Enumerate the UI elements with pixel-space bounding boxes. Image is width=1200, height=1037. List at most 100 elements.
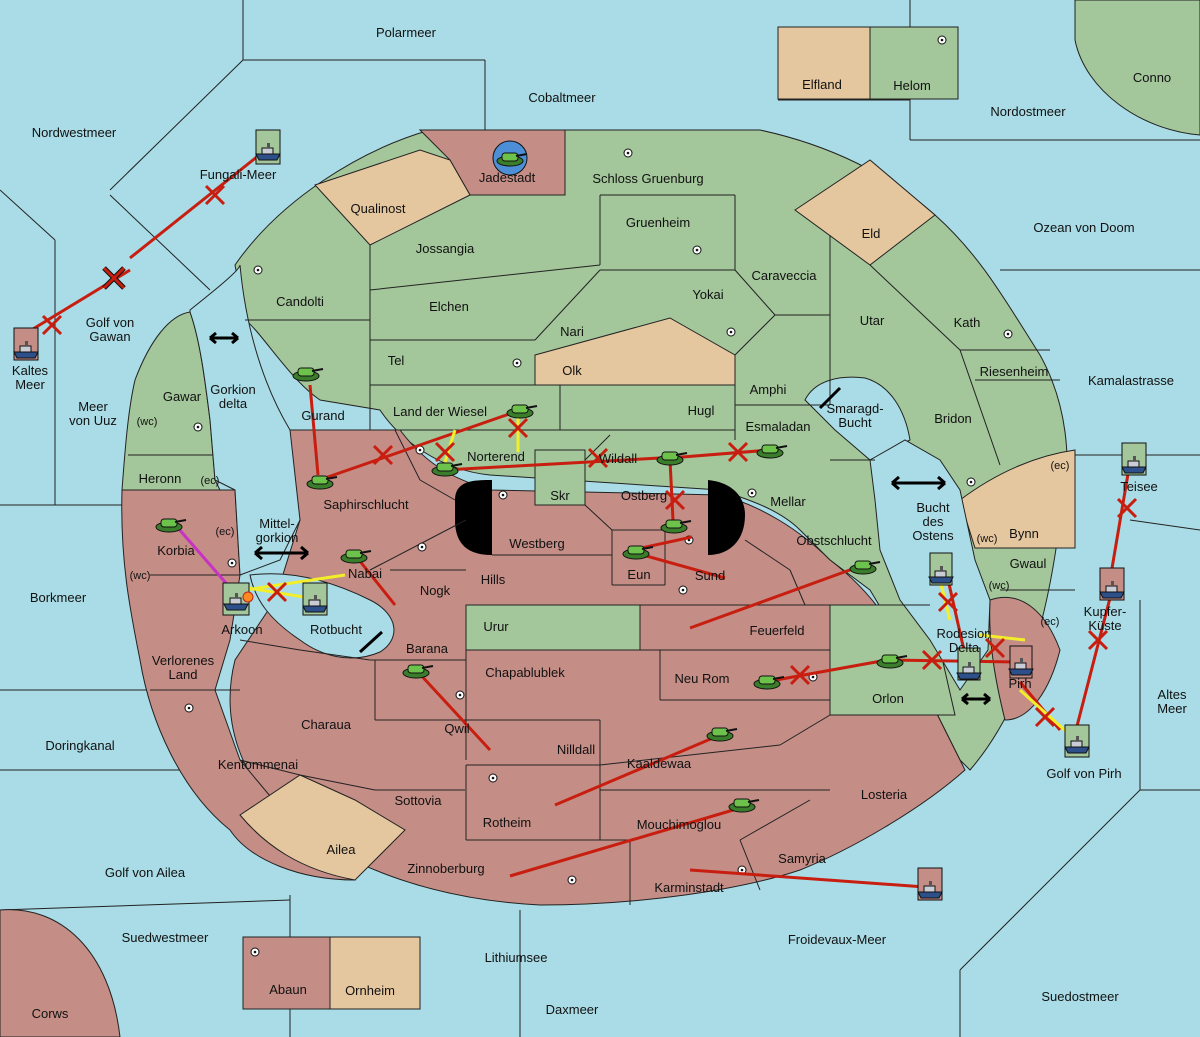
label-pirh: Pirh: [1008, 676, 1031, 691]
region-ailea[interactable]: [239, 774, 406, 881]
label-sottovia: Sottovia: [395, 793, 443, 808]
label-yokai: Yokai: [692, 287, 723, 302]
label-kaltes-meer: Kaltes: [12, 363, 49, 378]
label-bynn: Bynn: [1009, 526, 1039, 541]
label-barana: Barana: [406, 641, 449, 656]
region-conno[interactable]: [1074, 0, 1200, 136]
label-kaaldewaa: Kaaldewaa: [627, 756, 692, 771]
label-nordostmeer: Nordostmeer: [990, 104, 1066, 119]
label-kupfer-kueste: Kupfer-: [1084, 604, 1127, 619]
svg-text:Ostens: Ostens: [912, 528, 954, 543]
label-rodesion-delta: Rodesion: [937, 626, 992, 641]
label-gwaul: Gwaul: [1010, 556, 1047, 571]
region-jadestadt[interactable]: [418, 129, 566, 196]
label-orlon: Orlon: [872, 691, 904, 706]
internal-borders: [245, 194, 1075, 591]
region-bynn[interactable]: [959, 449, 1076, 549]
label-land-wiesel: Land der Wiesel: [393, 404, 487, 419]
svg-text:(ec): (ec): [1051, 460, 1070, 472]
label-mittelgorkion: Mittel-: [259, 516, 294, 531]
label-teisee: Teisee: [1120, 479, 1158, 494]
label-eld: Eld: [862, 226, 881, 241]
label-golf-gawan: Golf von: [86, 315, 134, 330]
label-suedostmeer: Suedostmeer: [1041, 989, 1119, 1004]
label-westberg: Westberg: [509, 536, 564, 551]
label-meer-uuz: Meer: [78, 399, 108, 414]
label-ostberg: Ostberg: [621, 488, 667, 503]
label-borkmeer: Borkmeer: [30, 590, 87, 605]
label-qwil: Qwil: [444, 721, 469, 736]
label-elfland: Elfland: [802, 77, 842, 92]
svg-text:des: des: [923, 514, 944, 529]
svg-text:Meer: Meer: [15, 377, 45, 392]
label-abaun: Abaun: [269, 982, 307, 997]
label-nari: Nari: [560, 324, 584, 339]
label-saphirschlucht: Saphirschlucht: [323, 497, 409, 512]
sea-labels: Polarmeer Cobaltmeer Nordwestmeer Nordos…: [12, 25, 1188, 1017]
label-conno: Conno: [1133, 70, 1171, 85]
label-gruenheim: Gruenheim: [626, 215, 690, 230]
svg-text:delta: delta: [219, 396, 248, 411]
label-lithiumsee: Lithiumsee: [485, 950, 548, 965]
svg-text:(wc): (wc): [977, 533, 998, 545]
svg-text:Delta: Delta: [949, 640, 980, 655]
label-jadestadt: Jadestadt: [479, 170, 536, 185]
label-qualinost: Qualinost: [351, 201, 406, 216]
label-hills: Hills: [481, 572, 506, 587]
label-eun: Eun: [627, 567, 650, 582]
label-nilldall: Nilldall: [557, 742, 595, 757]
label-doringkanal: Doringkanal: [45, 738, 114, 753]
label-nordwestmeer: Nordwestmeer: [32, 125, 117, 140]
label-heronn: Heronn: [139, 471, 182, 486]
label-amphi: Amphi: [750, 382, 787, 397]
label-gorkion-delta: Gorkion: [210, 382, 256, 397]
label-neu-rom: Neu Rom: [675, 671, 730, 686]
label-zinnoberburg: Zinnoberburg: [407, 861, 484, 876]
label-bucht-ostens: Bucht: [916, 500, 950, 515]
label-golf-ailea: Golf von Ailea: [105, 865, 186, 880]
label-gurand: Gurand: [301, 408, 344, 423]
label-arkoon: Arkoon: [221, 622, 262, 637]
label-samyria: Samyria: [778, 851, 826, 866]
dislodged-mark: [102, 266, 126, 290]
label-esmaladan: Esmaladan: [745, 419, 810, 434]
label-skr: Skr: [550, 488, 570, 503]
region-eld[interactable]: [794, 159, 936, 266]
label-ailea: Ailea: [327, 842, 357, 857]
order-magenta: [176, 527, 234, 591]
label-froidevaux: Froidevaux-Meer: [788, 932, 887, 947]
svg-text:Küste: Küste: [1088, 618, 1121, 633]
label-riesenheim: Riesenheim: [980, 364, 1049, 379]
region-qualinost[interactable]: [314, 149, 471, 246]
impassable-east: [708, 480, 745, 555]
label-golf-pirh: Golf von Pirh: [1046, 766, 1121, 781]
label-cobaltmeer: Cobaltmeer: [528, 90, 596, 105]
label-jossangia: Jossangia: [416, 241, 475, 256]
region-corws[interactable]: [0, 909, 121, 1037]
fleet-units[interactable]: [13, 129, 1147, 901]
label-kamalastrasse: Kamalastrasse: [1088, 373, 1174, 388]
label-fungali: Fungali-Meer: [200, 167, 277, 182]
svg-text:Gawan: Gawan: [89, 329, 130, 344]
battle-icon: [242, 591, 254, 603]
label-urur: Urur: [483, 619, 509, 634]
label-gawar: Gawar: [163, 389, 202, 404]
label-hugl: Hugl: [688, 403, 715, 418]
region-ornheim[interactable]: [329, 936, 421, 1010]
label-mouchimoglou: Mouchimoglou: [637, 817, 722, 832]
region-olk[interactable]: [534, 317, 736, 386]
svg-text:(ec): (ec): [216, 526, 235, 538]
label-altes-meer: Altes: [1158, 687, 1187, 702]
army-units[interactable]: [155, 140, 908, 813]
svg-text:Bucht: Bucht: [838, 415, 872, 430]
label-smaragd-bucht: Smaragd-: [826, 401, 883, 416]
label-rotbucht: Rotbucht: [310, 622, 362, 637]
region-skr[interactable]: [534, 449, 586, 506]
region-urur[interactable]: [465, 604, 641, 651]
label-nabai: Nabai: [348, 566, 382, 581]
label-tel: Tel: [388, 353, 405, 368]
label-kath: Kath: [954, 315, 981, 330]
label-losteria: Losteria: [861, 787, 908, 802]
label-mellar: Mellar: [770, 494, 806, 509]
label-verlorenes-land: Verlorenes: [152, 653, 215, 668]
